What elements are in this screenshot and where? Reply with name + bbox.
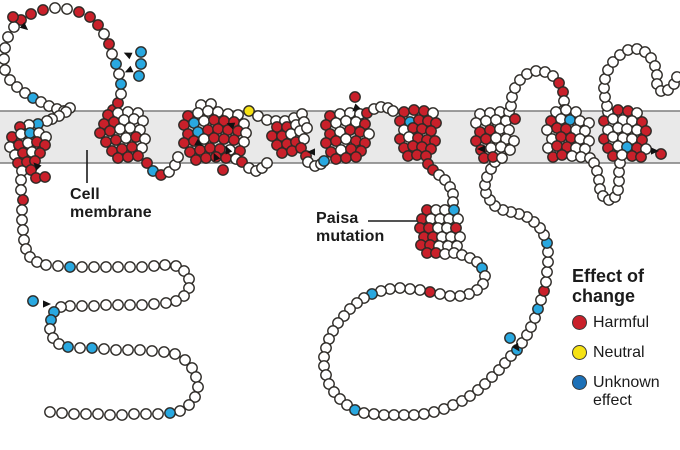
legend-item-harmful: Harmful — [572, 314, 660, 332]
legend-item-unknown-line2: effect — [593, 392, 632, 409]
cell-membrane-label-line2: membrane — [70, 204, 152, 221]
harmful-dot-icon — [572, 315, 587, 330]
paisa-mutation-label-line1: Paisa — [316, 210, 359, 227]
legend-item-neutral: Neutral — [572, 344, 660, 362]
legend-item-unknown-line1: Unknown — [593, 374, 660, 391]
legend-item-harmful-label: Harmful — [593, 314, 650, 331]
paisa-mutation-label: Paisa mutation — [316, 210, 384, 246]
legend-item-unknown-label: Unknown effect — [593, 374, 660, 410]
unknown-dot-icon — [572, 375, 587, 390]
neutral-dot-icon — [572, 345, 587, 360]
legend-item-unknown: Unknown effect — [572, 374, 660, 410]
paisa-mutation-label-line2: mutation — [316, 228, 385, 245]
legend-heading-line2: change — [572, 286, 636, 306]
legend-item-neutral-label: Neutral — [593, 344, 645, 361]
effect-of-change-legend: Effect of change Harmful Neutral Unknown… — [572, 266, 660, 422]
cell-membrane-label: Cell membrane — [70, 186, 152, 222]
legend-heading: Effect of change — [572, 266, 660, 306]
cell-membrane-label-line1: Cell — [70, 186, 100, 203]
legend-heading-line1: Effect of — [572, 266, 644, 286]
